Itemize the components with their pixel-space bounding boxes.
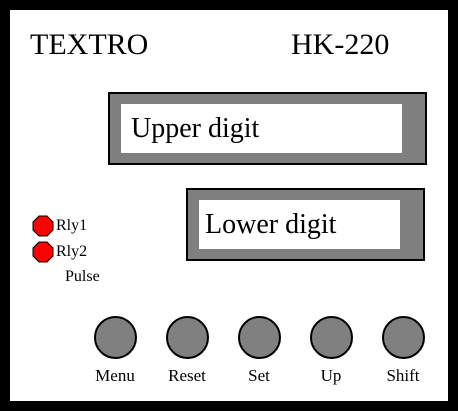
model-label: HK-220 <box>291 28 390 61</box>
brand-label: TEXTRO <box>30 28 149 61</box>
relay-1-led-icon <box>32 215 54 237</box>
relay-1-indicator: Rly1 <box>32 215 87 237</box>
pulse-label: Pulse <box>65 268 100 285</box>
relay-2-indicator: Rly2 <box>32 241 87 263</box>
up-button-group: Up <box>301 316 361 388</box>
set-button-label: Set <box>248 366 270 385</box>
shift-button-group: Shift <box>373 316 433 388</box>
relay-2-label: Rly2 <box>56 243 88 260</box>
reset-button-label: Reset <box>168 366 206 385</box>
upper-display-text: Upper digit <box>121 104 402 153</box>
lower-display-text: Lower digit <box>199 200 400 249</box>
lower-display: Lower digit <box>186 188 425 261</box>
reset-button[interactable] <box>166 316 209 359</box>
set-button[interactable] <box>238 316 281 359</box>
up-button[interactable] <box>310 316 353 359</box>
up-button-label: Up <box>320 366 342 385</box>
menu-button[interactable] <box>94 316 137 359</box>
shift-button-label: Shift <box>386 366 420 385</box>
reset-button-group: Reset <box>157 316 217 388</box>
relay-1-label: Rly1 <box>56 217 88 234</box>
upper-display: Upper digit <box>108 92 427 165</box>
set-button-group: Set <box>229 316 289 388</box>
shift-button[interactable] <box>382 316 425 359</box>
menu-button-label: Menu <box>95 366 135 385</box>
relay-2-led-icon <box>32 241 54 263</box>
menu-button-group: Menu <box>85 316 145 388</box>
